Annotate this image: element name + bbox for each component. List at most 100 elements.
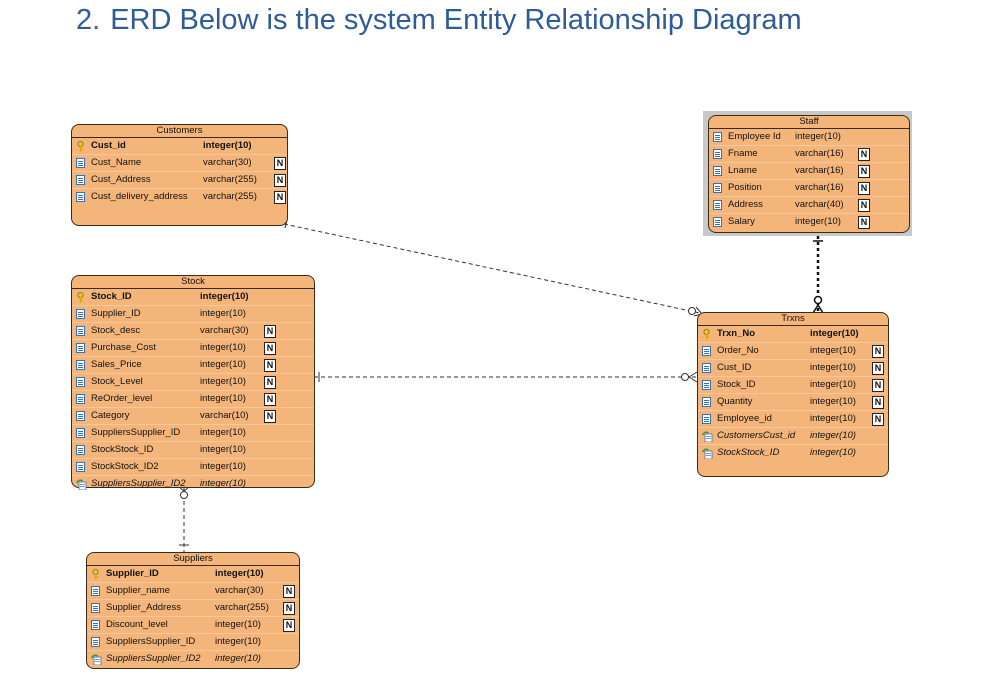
- primary-key-icon: [702, 329, 711, 340]
- column-name: Discount_level: [106, 619, 168, 630]
- nullable-icon: N: [872, 413, 884, 426]
- column-icon: [76, 394, 85, 404]
- rel-staff-trxns-zero-mark: [813, 295, 823, 305]
- nullable-icon: N: [264, 342, 276, 355]
- column-name: CustomersCust_id: [717, 430, 796, 441]
- rel-staff-trxns-crow-a: [812, 304, 819, 314]
- column-name: SuppliersSupplier_ID: [91, 427, 181, 438]
- column-name: Stock_ID: [717, 379, 756, 390]
- column-row[interactable]: SuppliersSupplier_ID2 integer(10): [72, 476, 314, 492]
- column-icon: [91, 620, 100, 630]
- rel-customers-trxns[interactable]: [283, 223, 701, 314]
- column-name: SuppliersSupplier_ID2: [91, 478, 186, 489]
- nullable-icon: N: [858, 182, 870, 195]
- column-name: StockStock_ID: [717, 447, 780, 458]
- column-row[interactable]: Stock_Level integer(10) N: [72, 374, 314, 391]
- nullable-icon: N: [283, 585, 295, 598]
- column-name: ReOrder_level: [91, 393, 153, 404]
- nullable-icon: N: [872, 396, 884, 409]
- column-name: Position: [728, 182, 762, 193]
- column-name: Cust_Name: [91, 157, 142, 168]
- entity-header: Stock: [72, 276, 314, 289]
- nullable-icon: N: [264, 393, 276, 406]
- column-icon: [713, 200, 722, 210]
- column-name: Stock_desc: [91, 325, 141, 336]
- column-icon: [76, 192, 85, 202]
- column-type: integer(10): [200, 342, 246, 353]
- column-name: Supplier_ID: [106, 568, 159, 579]
- nullable-icon: N: [872, 362, 884, 375]
- nullable-icon: N: [872, 345, 884, 358]
- column-name: Order_No: [717, 345, 759, 356]
- column-name: StockStock_ID: [91, 444, 154, 455]
- column-icon: [713, 166, 722, 176]
- column-name: Stock_Level: [91, 376, 143, 387]
- column-type: varchar(30): [200, 325, 249, 336]
- rel-stock-trxns-crow-a: [688, 371, 698, 378]
- column-icon: [713, 149, 722, 159]
- column-type: integer(10): [215, 636, 261, 647]
- column-name: StockStock_ID2: [91, 461, 159, 472]
- entity-header: Customers: [72, 125, 287, 138]
- entity-header: Staff: [709, 116, 909, 129]
- title-number: 2.: [76, 4, 101, 36]
- column-type: integer(10): [215, 653, 261, 664]
- column-name: Supplier_Address: [106, 602, 181, 613]
- nullable-icon: N: [283, 619, 295, 632]
- column-type: varchar(255): [203, 174, 257, 185]
- nullable-icon: N: [264, 376, 276, 389]
- nullable-icon: N: [264, 410, 276, 423]
- column-name: Trxn_No: [717, 328, 756, 339]
- column-name: Employee_id: [717, 413, 772, 424]
- column-type: integer(10): [795, 216, 841, 227]
- column-type: integer(10): [810, 379, 856, 390]
- column-icon: [91, 586, 100, 596]
- rel-stock-trxns-zero-mark: [681, 373, 689, 381]
- column-type: varchar(16): [795, 165, 844, 176]
- foreign-key-icon: [90, 654, 102, 666]
- column-name: Cust_id: [91, 140, 126, 151]
- column-type: integer(10): [200, 478, 246, 489]
- column-type: integer(10): [200, 376, 246, 387]
